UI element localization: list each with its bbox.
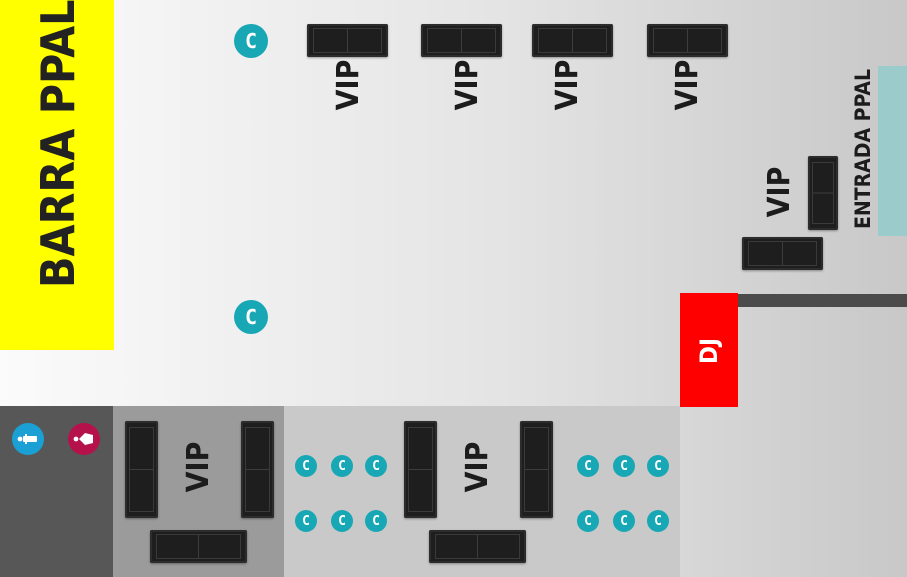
vip-label: VIP [460, 441, 495, 493]
main-bar[interactable] [0, 0, 114, 350]
female-restroom-icon[interactable] [68, 423, 100, 455]
table-icon[interactable]: C [613, 510, 635, 532]
sofa-icon[interactable] [532, 24, 613, 57]
sofa-icon[interactable] [150, 530, 247, 563]
table-icon[interactable]: C [647, 455, 669, 477]
table-icon[interactable]: C [234, 24, 268, 58]
vip-label: VIP [181, 441, 216, 493]
dj-label: DJ [695, 338, 723, 364]
table-icon[interactable]: C [295, 510, 317, 532]
sofa-icon[interactable] [808, 156, 838, 230]
table-icon[interactable]: C [234, 300, 268, 334]
dj-booth[interactable] [680, 293, 738, 407]
table-icon[interactable]: C [365, 455, 387, 477]
vip-label: VIP [550, 59, 585, 111]
vip-label: VIP [762, 166, 797, 218]
main-entrance-label: ENTRADA PPAL [851, 68, 875, 229]
vip-label: VIP [450, 59, 485, 111]
table-icon[interactable]: C [577, 455, 599, 477]
sofa-icon[interactable] [742, 237, 823, 270]
sofa-icon[interactable] [520, 421, 553, 518]
sofa-icon[interactable] [307, 24, 388, 57]
main-entrance[interactable] [878, 66, 907, 236]
sofa-icon[interactable] [421, 24, 502, 57]
vip-label: VIP [670, 59, 705, 111]
table-icon[interactable]: C [647, 510, 669, 532]
sofa-icon[interactable] [647, 24, 728, 57]
table-icon[interactable]: C [331, 510, 353, 532]
table-icon[interactable]: C [613, 455, 635, 477]
table-icon[interactable]: C [577, 510, 599, 532]
sofa-icon[interactable] [429, 530, 526, 563]
male-restroom-icon[interactable] [12, 423, 44, 455]
vip-label: VIP [331, 59, 366, 111]
sofa-icon[interactable] [125, 421, 158, 518]
table-icon[interactable]: C [331, 455, 353, 477]
sofa-icon[interactable] [241, 421, 274, 518]
table-icon[interactable]: C [365, 510, 387, 532]
table-icon[interactable]: C [295, 455, 317, 477]
wall [735, 294, 907, 307]
main-bar-label: BARRA PPAL [31, 0, 85, 288]
sofa-icon[interactable] [404, 421, 437, 518]
